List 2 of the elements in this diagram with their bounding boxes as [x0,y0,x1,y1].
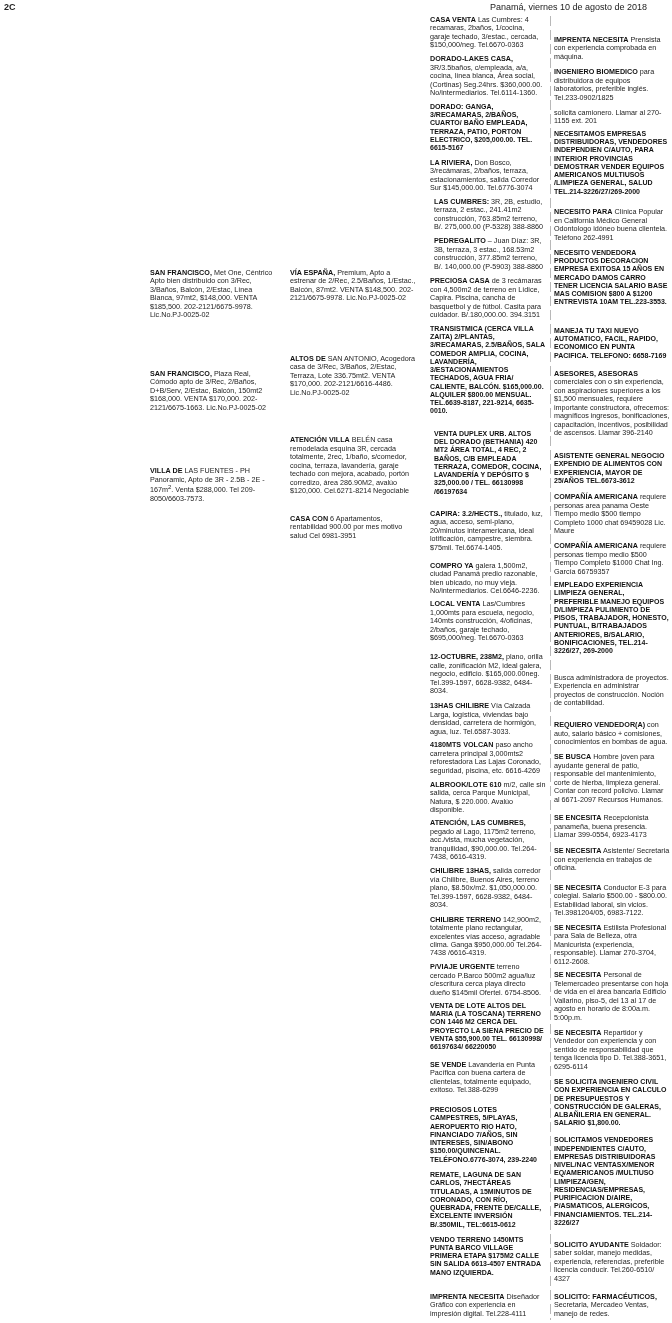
page-number: 2C [4,2,16,12]
date-line: Panamá, viernes 10 de agosto de 2018 [490,2,648,12]
